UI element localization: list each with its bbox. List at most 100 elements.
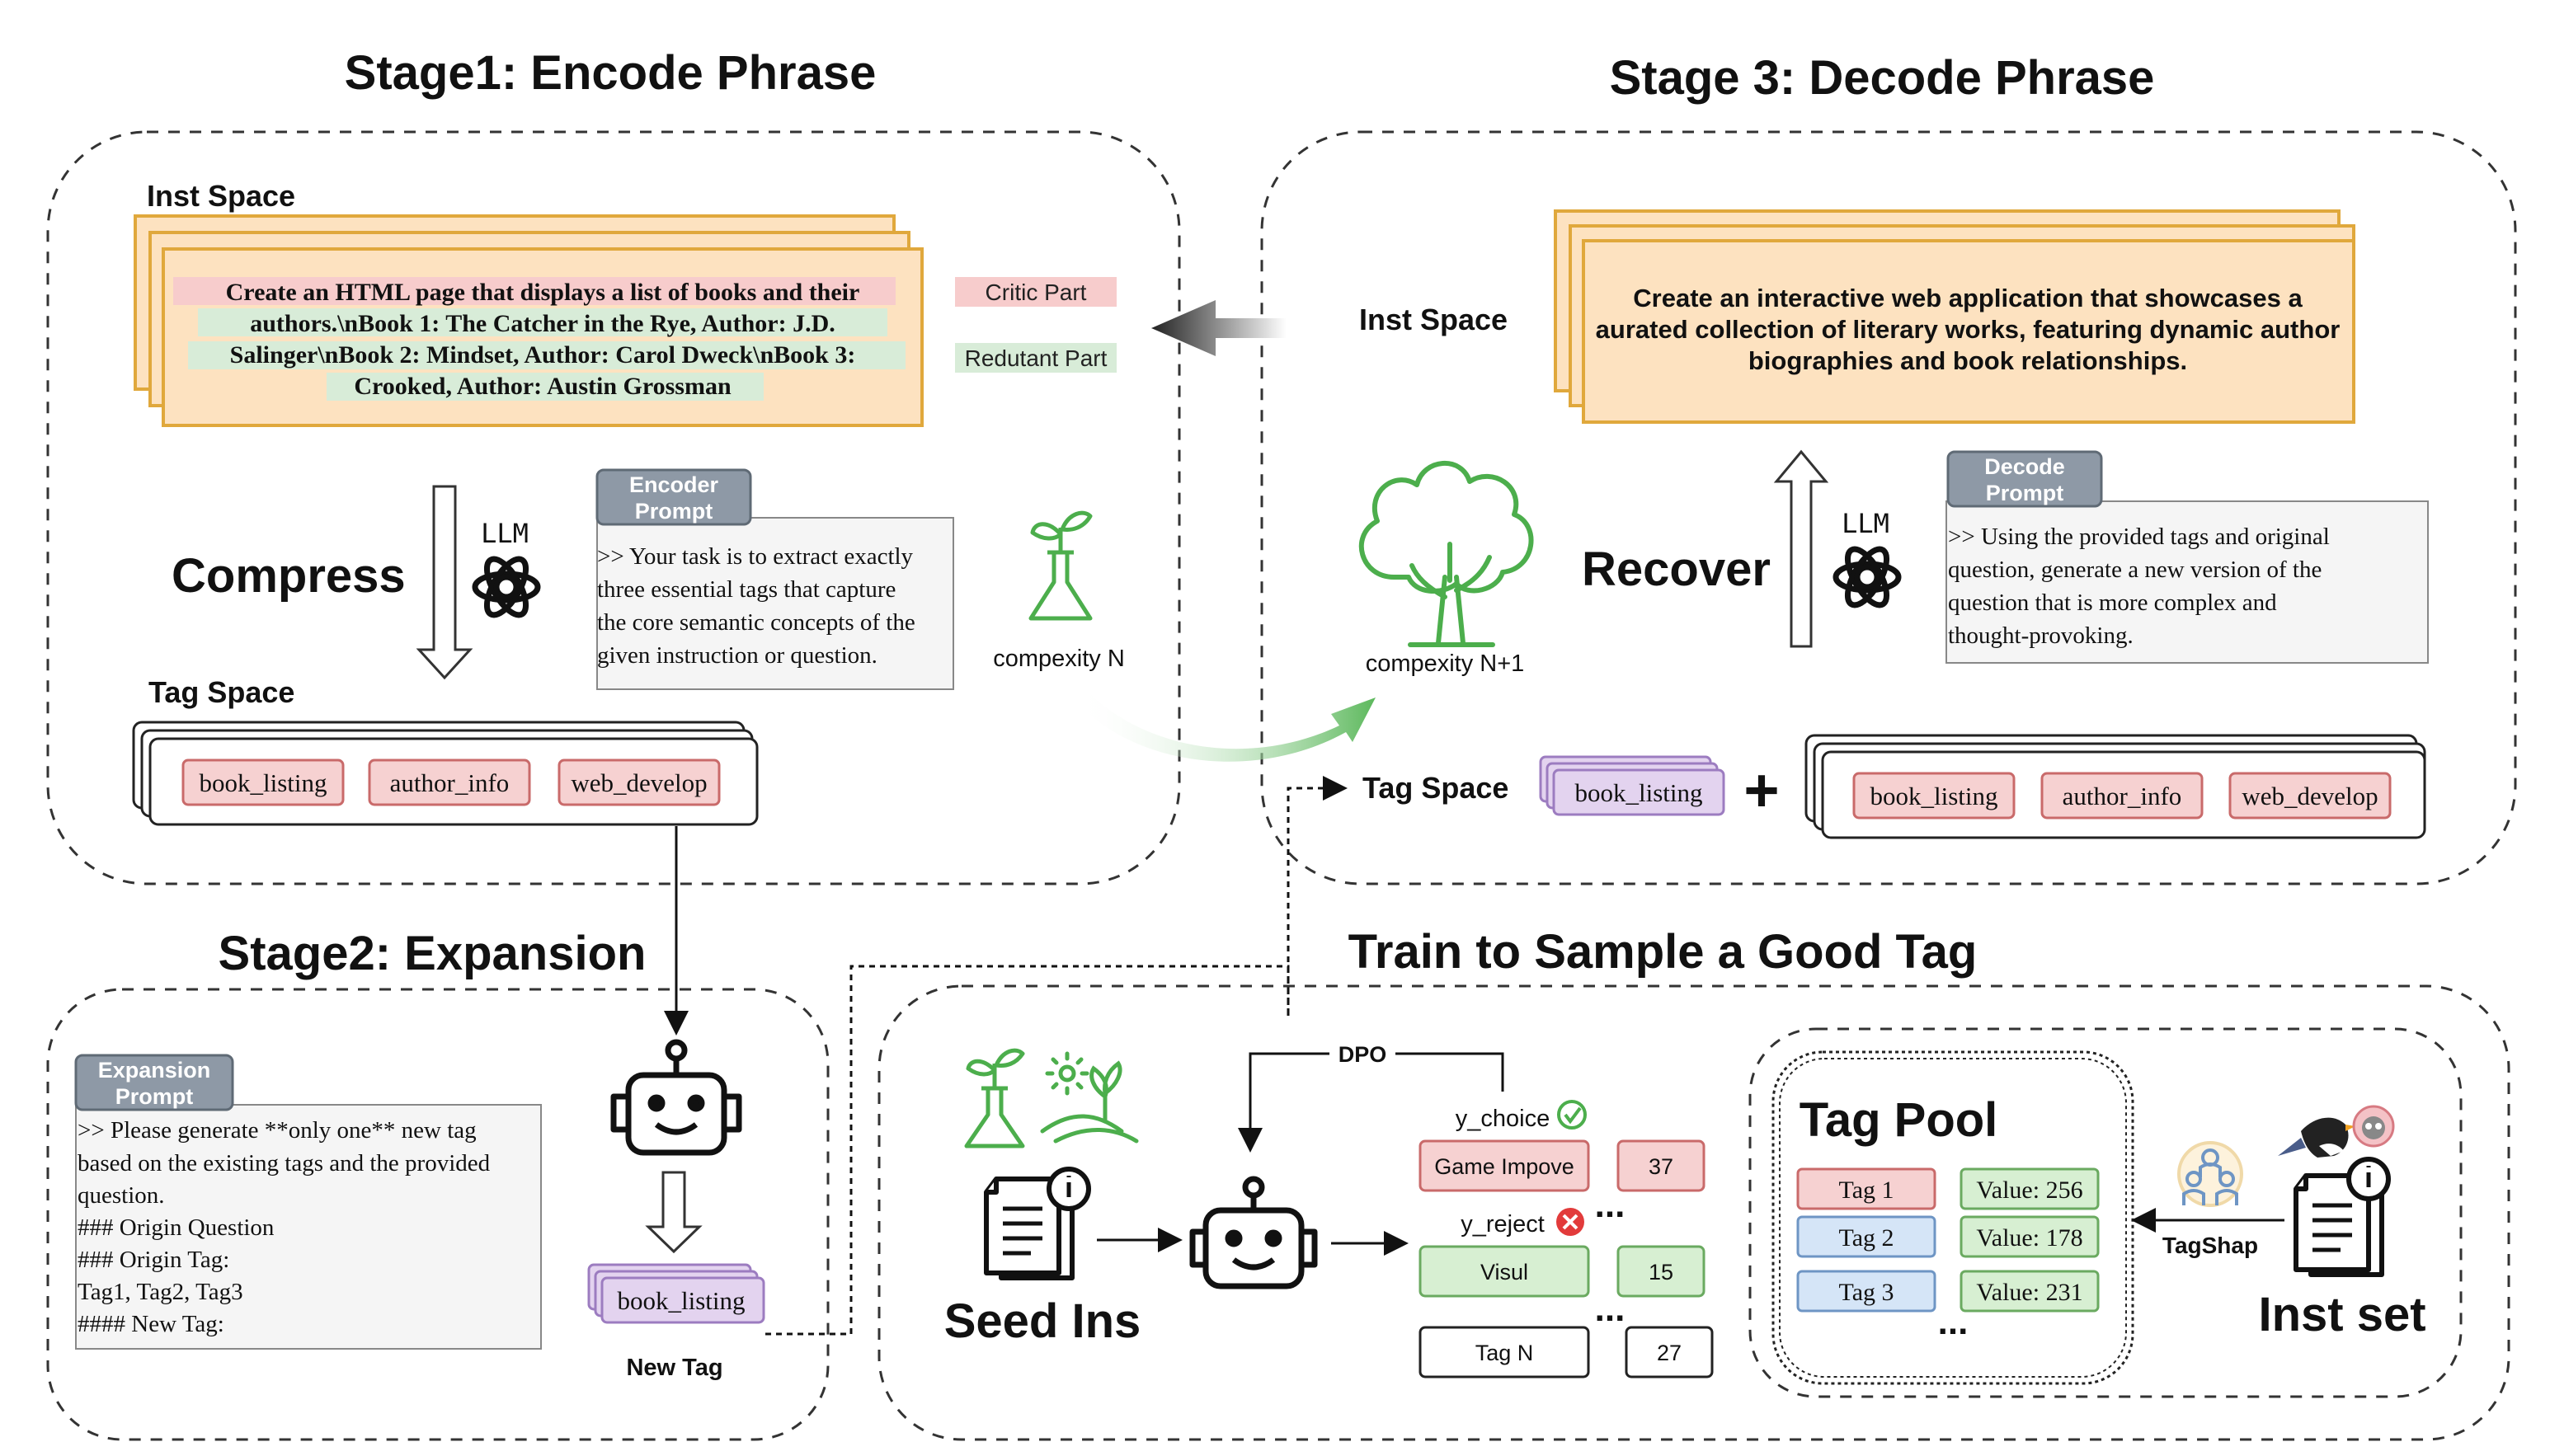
decode-prompt-title-2: Prompt [1986,481,2064,505]
candidate-2-value-box [1616,1245,1705,1298]
encoder-prompt-line-4: given instruction or question. [597,642,877,669]
stage1-tag-1 [181,759,345,806]
sprout-flask-icon [964,1048,1025,1148]
pool-value-2-text: Value: 178 [1976,1224,2082,1252]
tag-pool-panel-inner [1779,1058,2127,1378]
stage3-new-tag: book_listing [1539,755,1725,816]
stage3-inst-space-label: Inst Space [1359,303,1508,336]
critic-part-swatch [955,277,1117,307]
compress-label: Compress [172,549,406,603]
stage1-inst-space-label: Inst Space [147,179,295,213]
stage3-tag-1-text: book_listing [1870,782,1997,810]
stage1-instruction-card: Create an HTML page that displays a list… [134,214,924,427]
decode-prompt-line-3: question that is more complex and [1948,589,2277,616]
pool-value-2 [1960,1215,2100,1258]
decode-prompt-line-2: question, generate a new version of the [1948,557,2322,583]
stage3-inst-line-2: aurated collection of literary works, fe… [1596,315,2341,344]
encoder-prompt-line-2: three essential tags that capture [597,576,896,603]
stage3-llm-label: LLM [1842,508,1889,539]
candidate-3-value-box [1625,1326,1714,1379]
dpo-feedback-arrow-tail [1238,1052,1329,1153]
expansion-prompt: Expansion Prompt >> Please generate **on… [74,1054,542,1350]
stage3-tag-2-text: author_info [2063,782,2182,810]
team-icon [2177,1141,2243,1207]
stage3-instruction-card: Create an interactive web application th… [1554,209,2355,424]
stage1-inst-line-1: Create an HTML page that displays a list… [226,279,860,306]
dpo-feedback-arrow [1395,1052,1504,1092]
expansion-prompt-line-3: question. [78,1182,165,1209]
pool-ellipsis: ... [1938,1302,1969,1342]
decode-prompt: Decode Prompt >> Using the provided tags… [1945,450,2429,664]
expansion-prompt-line-1: >> Please generate **only one** new tag [78,1117,477,1144]
pool-tag-1-text: Tag 1 [1838,1177,1894,1204]
stage2-new-tag: book_listing [587,1263,765,1324]
sprout-flask-icon [1028,510,1093,621]
encoder-prompt: Encoder Prompt >> Your task is to extrac… [595,468,954,690]
expansion-prompt-line-6: Tag1, Tag2, Tag3 [78,1279,243,1305]
candidate-2-name: Visul [1480,1260,1528,1285]
stage1-tag-3 [558,759,721,806]
encoder-prompt-title-1: Encoder [629,472,719,497]
encoder-prompt-line-3: the core semantic concepts of the [597,609,915,636]
pool-value-3-text: Value: 231 [1976,1279,2082,1306]
dpo-label: DPO [1339,1042,1387,1067]
pool-tag-2-text: Tag 2 [1838,1224,1894,1252]
stage1-complexity-label: compexity N [993,646,1125,672]
stage2-new-tag-text: book_listing [617,1286,745,1315]
redundant-part-swatch [955,343,1117,373]
pool-tag-3-text: Tag 3 [1838,1279,1894,1306]
document-icon [984,1167,1091,1280]
raccoon-avatar-icon [2352,1105,2395,1148]
candidates-ellipsis-1: ... [1595,1185,1626,1225]
magpie-bird-icon [2278,1117,2355,1158]
stage1-tag-1-text: book_listing [199,768,327,797]
candidate-1-name: Game Impove [1434,1154,1574,1179]
stage3-title: Stage 3: Decode Phrase [1610,51,2155,105]
recover-label: Recover [1582,542,1771,596]
decode-prompt-line-4: thought-provoking. [1948,622,2134,649]
compress-arrow [416,485,473,680]
encoder-prompt-line-1: >> Your task is to extract exactly [597,543,914,570]
y-choice-label: y_choice [1456,1106,1550,1132]
stage1-inst-line-4: Crooked, Author: Austin Grossman [354,373,732,400]
decode-prompt-title-1: Decode [1984,454,2065,479]
new-tag-label: New Tag [626,1355,722,1381]
stage3-tag-3 [2228,772,2392,820]
candidate-1-value: 37 [1649,1154,1673,1179]
stage3-tag-card: book_listing author_info web_develop [1804,734,2426,839]
stage3-tag-1 [1852,772,2016,820]
tag-pool-title: Tag Pool [1800,1093,1998,1147]
stage3-tag-3-text: web_develop [2242,782,2378,810]
train-title: Train to Sample a Good Tag [1348,925,1978,979]
openai-logo-icon [472,556,541,618]
expansion-prompt-line-4: ### Origin Question [78,1214,275,1241]
pool-value-1-text: Value: 256 [1976,1177,2082,1204]
stage3-tag-space-label: Tag Space [1362,771,1508,805]
robot-to-new-tag-arrow [645,1171,703,1254]
expansion-prompt-title-1: Expansion [98,1058,211,1083]
seed-ins-label: Seed Ins [944,1294,1141,1348]
expansion-prompt-line-2: based on the existing tags and the provi… [78,1150,491,1177]
new-tag-to-tag-space-connector [1287,776,1348,1016]
expansion-prompt-title-2: Prompt [115,1084,194,1109]
stage1-tag-2-text: author_info [390,768,510,797]
stage1-tag-2 [368,759,531,806]
tagshap-label: TagShap [2162,1233,2258,1258]
stage3-new-tag-text: book_listing [1574,778,1702,807]
stage3-panel [1260,130,2517,885]
document-icon [2294,1157,2391,1277]
train-panel [877,984,2510,1441]
pool-value-1 [1960,1167,2100,1210]
complexity-growth-arrow [1077,691,1376,762]
tree-icon [1358,460,1534,647]
stage1-tag-3-text: web_develop [571,768,707,797]
decode-prompt-line-1: >> Using the provided tags and original [1948,524,2330,550]
encoder-prompt-title-2: Prompt [635,499,713,524]
candidate-1-value-box [1616,1139,1705,1192]
expansion-prompt-line-5: ### Origin Tag: [78,1247,229,1273]
stage1-inst-line-2: authors.\nBook 1: The Catcher in the Rye… [250,310,835,337]
tag-pool-outer-panel [1748,1027,2463,1398]
check-circle-icon [1557,1100,1587,1130]
candidate-3 [1418,1326,1590,1379]
